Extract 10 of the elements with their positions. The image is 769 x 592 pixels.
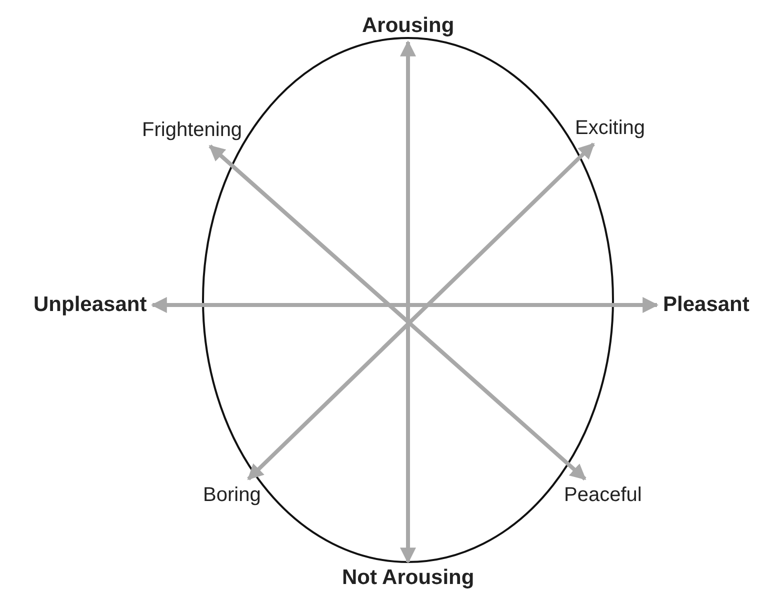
axis-label: Pleasant <box>663 293 750 317</box>
axis-label: Boring <box>203 483 261 507</box>
double-headed-arrow <box>150 297 659 313</box>
double-headed-arrow <box>400 40 416 564</box>
axis-label: Peaceful <box>564 483 642 507</box>
axis-label: Arousing <box>362 14 454 38</box>
axis-label: Unpleasant <box>34 293 147 317</box>
axis-label: Exciting <box>575 116 646 140</box>
axis-label: Frightening <box>142 118 242 142</box>
axis-label: Not Arousing <box>342 566 474 590</box>
